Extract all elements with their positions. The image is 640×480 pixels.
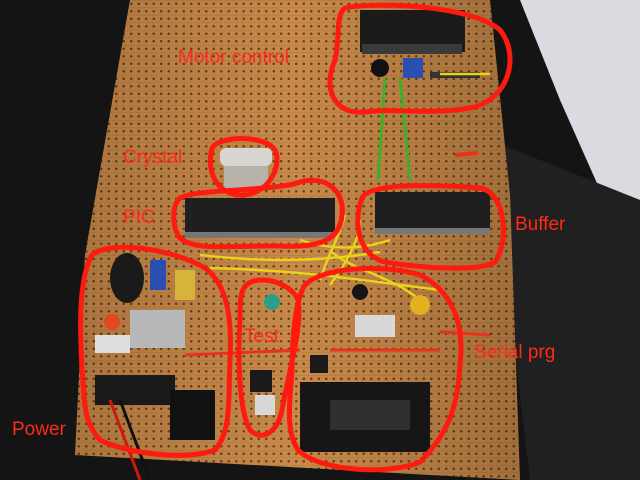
label-serial-prg: Serial prg bbox=[474, 342, 556, 363]
buffer-chip bbox=[375, 192, 490, 234]
test-components bbox=[250, 294, 280, 415]
power-circle bbox=[78, 244, 233, 458]
buffer-circle bbox=[355, 183, 506, 271]
motor-driver-chip bbox=[360, 10, 465, 54]
motor-control-circle bbox=[327, 2, 513, 115]
crystal-circle bbox=[208, 136, 280, 198]
label-power: Power bbox=[12, 419, 66, 440]
background-light-object bbox=[520, 0, 640, 200]
potentiometer bbox=[403, 58, 423, 78]
transistor bbox=[371, 59, 389, 77]
label-motor-control: Motor control bbox=[178, 47, 289, 68]
power-components bbox=[95, 253, 215, 480]
label-test: Test bbox=[244, 326, 279, 347]
label-crystal: Crystal bbox=[123, 147, 183, 168]
label-pic: PIC bbox=[123, 207, 155, 228]
serial-circle bbox=[286, 265, 464, 473]
perfboard bbox=[75, 0, 520, 480]
pic-chip bbox=[185, 198, 335, 238]
green-wire bbox=[376, 77, 387, 181]
test-circle bbox=[236, 277, 302, 438]
serial-components bbox=[300, 284, 430, 452]
label-buffer: Buffer bbox=[515, 214, 566, 235]
crystal-component bbox=[220, 148, 272, 190]
annotation-circles bbox=[78, 2, 513, 473]
pic-circle bbox=[171, 177, 345, 250]
